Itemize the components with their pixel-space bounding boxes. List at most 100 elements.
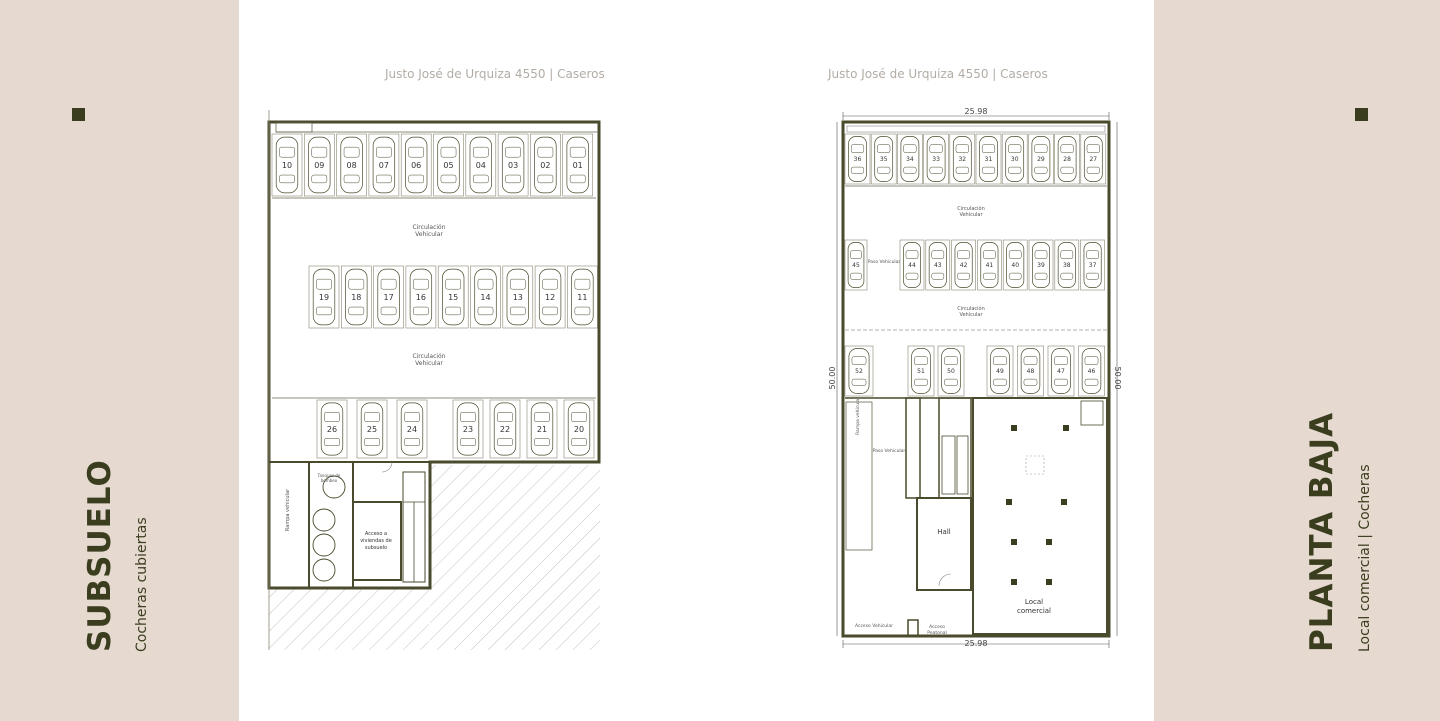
pb-acceso-peatonal-label-2: Peatonal <box>927 630 946 636</box>
parking-spot: 44 <box>899 239 925 291</box>
parking-spot-number: 13 <box>513 293 523 302</box>
pb-local-label-1: Local <box>1025 598 1043 606</box>
pb-width-dimension-bottom: 25.98 <box>965 639 988 648</box>
parking-spot-number: 22 <box>500 425 510 434</box>
subsuelo-circulacion-label-4: Vehicular <box>415 360 443 367</box>
car-icon <box>990 348 1010 394</box>
parking-spot-number: 16 <box>416 293 426 302</box>
pb-acceso-vehicular-label: Acceso Vehicular <box>855 623 893 629</box>
car-icon <box>954 242 973 288</box>
car-icon <box>400 402 424 456</box>
parking-spot-number: 32 <box>958 156 966 163</box>
subsuelo-title-block: SUBSUELO <box>82 459 118 652</box>
car-icon <box>442 268 465 326</box>
parking-spot: 26 <box>316 399 348 459</box>
parking-spot: 14 <box>470 265 501 329</box>
car-icon <box>1083 136 1103 182</box>
planta-baja-title-block: PLANTA BAJA <box>1304 412 1340 652</box>
parking-spot: 52 <box>844 345 874 397</box>
subsuelo-circulacion-label-2: Vehicular <box>415 231 443 238</box>
parking-spot-number: 18 <box>351 293 361 302</box>
parking-spot: 19 <box>308 265 340 329</box>
parking-spot: 20 <box>563 399 595 459</box>
parking-spot: 30 <box>1001 133 1028 185</box>
car-icon <box>874 136 894 182</box>
parking-spot: 31 <box>975 133 1002 185</box>
pb-columns <box>1006 425 1069 585</box>
parking-spot-number: 21 <box>537 425 547 434</box>
parking-spot-number: 52 <box>855 368 863 375</box>
car-icon <box>566 136 589 194</box>
parking-spot-number: 37 <box>1089 262 1097 269</box>
parking-spot-number: 08 <box>347 161 357 170</box>
parking-spot: 11 <box>567 265 598 329</box>
subsuelo-rampa-label: Rampa vehicular <box>285 488 291 531</box>
car-icon <box>340 136 363 194</box>
subsuelo-acceso-label-1: Acceso a <box>365 531 387 537</box>
parking-spot: 36 <box>844 133 871 185</box>
parking-spot: 17 <box>373 265 404 329</box>
parking-spot-number: 51 <box>917 368 925 375</box>
structural-column <box>1011 579 1017 585</box>
pb-circulacion-label-3: Circulación <box>957 305 985 312</box>
parking-spot-number: 27 <box>1089 156 1097 163</box>
parking-spot: 02 <box>530 133 561 197</box>
parking-spot: 40 <box>1002 239 1028 291</box>
parking-spot: 51 <box>907 345 935 397</box>
parking-spot: 09 <box>303 133 335 197</box>
parking-spot: 08 <box>336 133 367 197</box>
car-icon <box>345 268 368 326</box>
pb-paso-vehicular-label-1: Paso Vehicular <box>868 259 901 265</box>
car-icon <box>567 402 591 456</box>
car-icon <box>538 268 562 326</box>
car-icon <box>405 136 428 194</box>
car-icon <box>571 268 594 326</box>
parking-spot: 24 <box>396 399 428 459</box>
parking-spot: 07 <box>368 133 400 197</box>
subsuelo-circulacion-label-3: Circulación <box>412 353 445 360</box>
car-icon <box>493 402 517 456</box>
parking-spot: 15 <box>437 265 469 329</box>
parking-spot: 23 <box>452 399 484 459</box>
parking-spot: 16 <box>405 265 437 329</box>
parking-spot: 39 <box>1028 239 1054 291</box>
parking-spot-number: 25 <box>367 425 377 434</box>
car-icon <box>1005 136 1025 182</box>
parking-spot: 28 <box>1054 133 1080 185</box>
parking-spot-number: 31 <box>985 156 993 163</box>
car-icon <box>275 136 299 194</box>
parking-spot: 03 <box>497 133 529 197</box>
car-icon <box>474 268 497 326</box>
structural-column <box>1061 499 1067 505</box>
parking-spot-number: 33 <box>932 156 940 163</box>
planta-baja-subtitle-block: Local comercial | Cocheras <box>1354 464 1373 652</box>
parking-spot: 22 <box>489 399 521 459</box>
parking-spot-number: 20 <box>574 425 584 434</box>
pb-circulacion-label-1: Circulación <box>957 205 985 212</box>
subsuelo-tanques-label-2: bombeo <box>321 478 338 483</box>
car-icon <box>1032 242 1050 288</box>
car-icon <box>377 268 400 326</box>
structural-column <box>1046 539 1052 545</box>
parking-spot-number: 44 <box>908 262 916 269</box>
subsuelo-acceso-label-2: viviendas de <box>360 538 392 544</box>
parking-spot-number: 39 <box>1037 262 1045 269</box>
parking-spot-number: 10 <box>282 161 292 170</box>
car-icon <box>911 348 931 394</box>
pb-local-label-2: comercial <box>1017 607 1051 615</box>
subsuelo-acceso-label-3: subsuelo <box>365 545 387 551</box>
parking-spot: 46 <box>1078 345 1105 397</box>
car-icon <box>308 136 331 194</box>
car-icon <box>941 348 961 394</box>
car-icon <box>952 136 972 182</box>
right-sidebar: PLANTA BAJA Local comercial | Cocheras <box>1154 0 1440 721</box>
car-icon <box>1051 348 1071 394</box>
parking-spot: 41 <box>977 239 1002 291</box>
pb-depth-dimension-right: 50.00 <box>1113 367 1122 390</box>
